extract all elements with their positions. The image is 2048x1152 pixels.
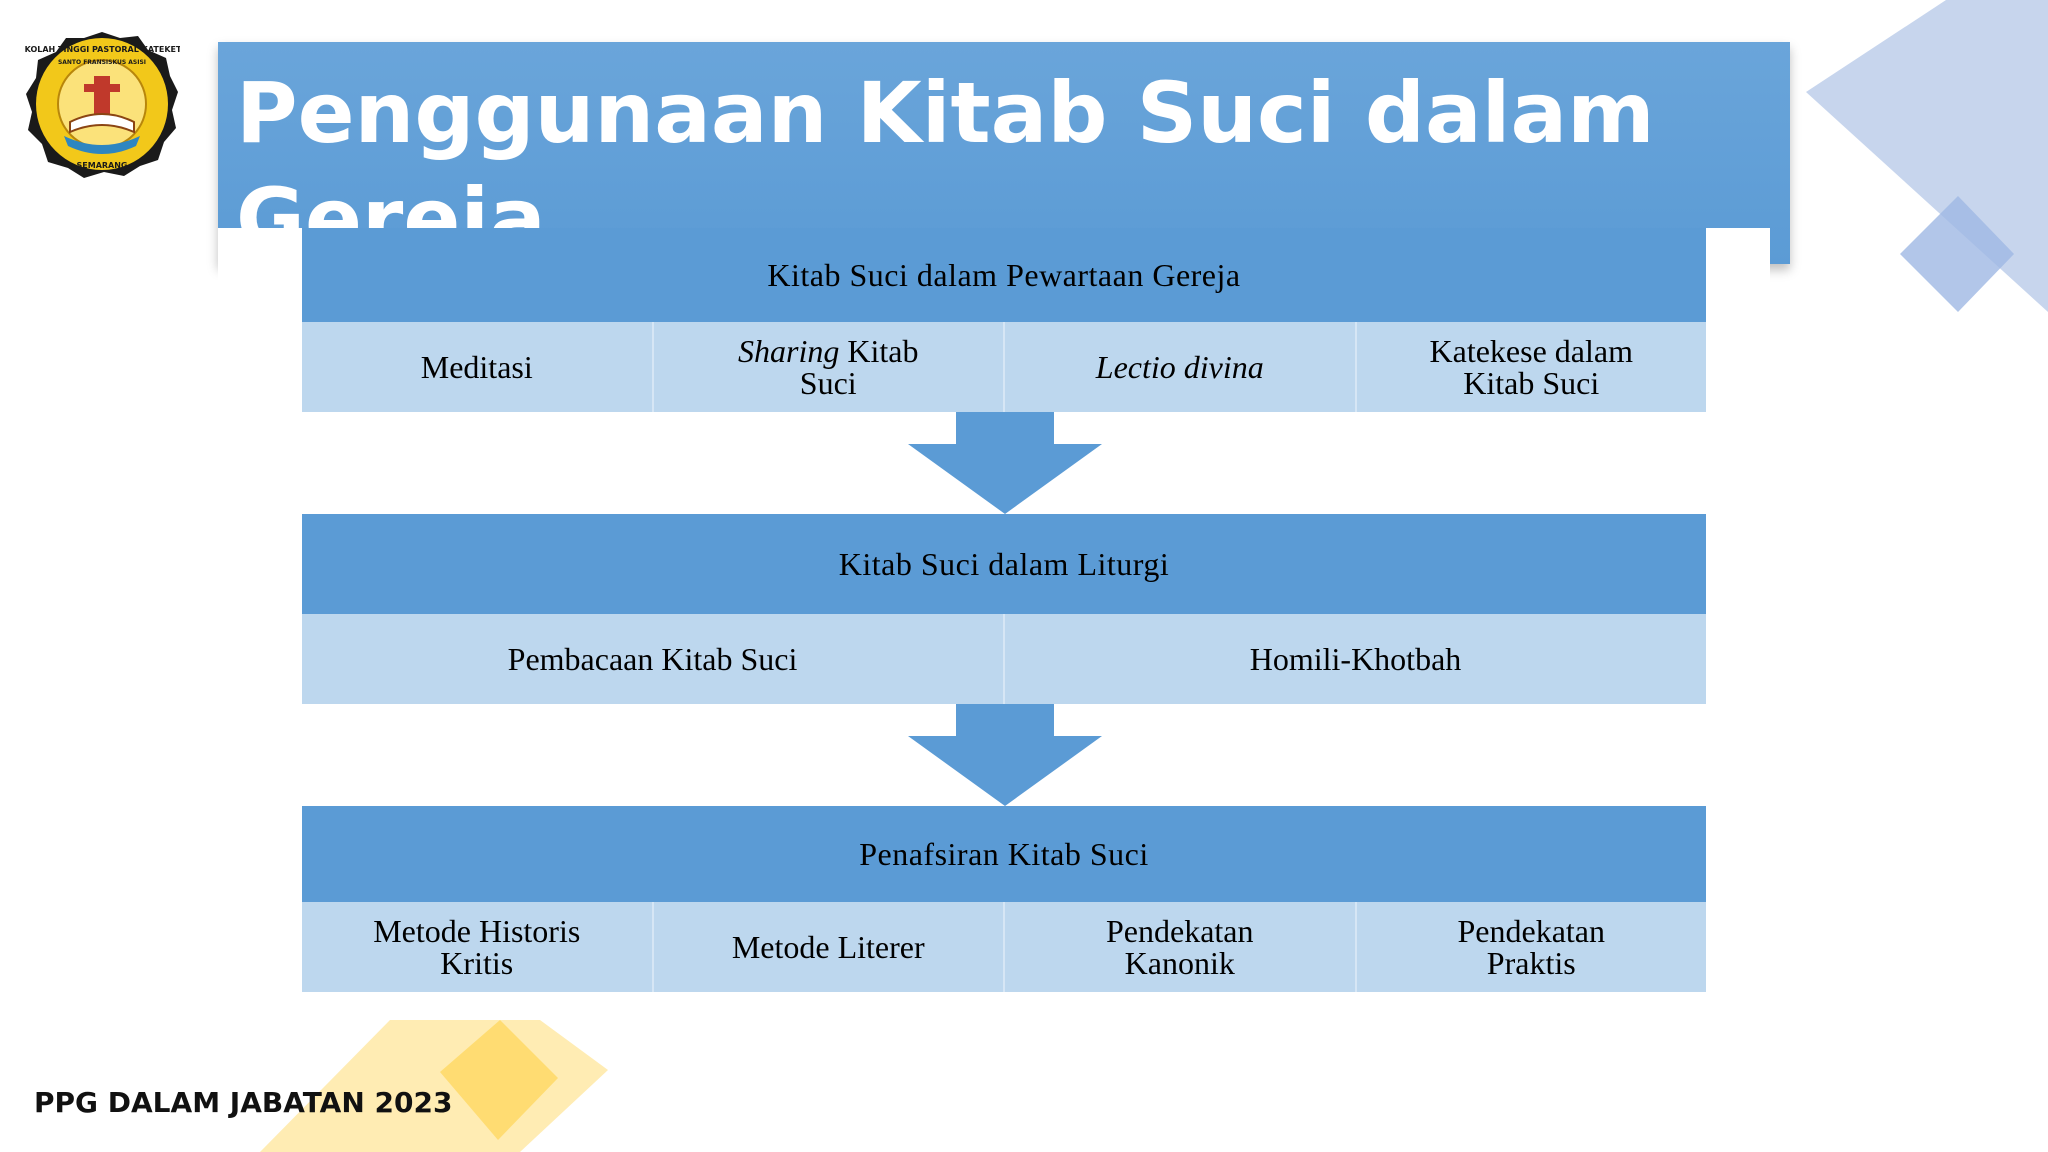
cell-literer: Metode Literer: [654, 902, 1005, 992]
logo-mid-text: SANTO FRANSISKUS ASISI: [58, 59, 146, 66]
yellow-diamond: [440, 1020, 558, 1140]
cell-pembacaan: Pembacaan Kitab Suci: [302, 614, 1005, 704]
down-arrow-2: [908, 704, 1102, 806]
logo-top-text: SEKOLAH TINGGI PASTORAL KATEKETIK: [24, 45, 180, 54]
cell-meditasi: Meditasi: [302, 322, 654, 412]
college-logo: SEKOLAH TINGGI PASTORAL KATEKETIK SANTO …: [24, 32, 180, 178]
block-header: Kitab Suci dalam Liturgi: [302, 514, 1706, 614]
blue-diamond-small: [1900, 196, 2014, 312]
block-row: Pembacaan Kitab Suci Homili-Khotbah: [302, 614, 1706, 704]
logo-bottom-text: SEMARANG: [77, 161, 128, 170]
diagram-block-liturgi: Kitab Suci dalam Liturgi Pembacaan Kitab…: [302, 514, 1706, 704]
diagram-block-pewartaan: Kitab Suci dalam Pewartaan Gereja Medita…: [302, 228, 1706, 412]
block-header: Kitab Suci dalam Pewartaan Gereja: [302, 228, 1706, 322]
footer-label: PPG DALAM JABATAN 2023: [34, 1086, 453, 1119]
cell-lectio: Lectio divina: [1005, 322, 1357, 412]
title-banner: Penggunaan Kitab Suci dalam Gereja: [218, 42, 1790, 264]
block-header: Penafsiran Kitab Suci: [302, 806, 1706, 902]
cell-homili: Homili-Khotbah: [1249, 641, 1462, 677]
down-arrow-1: [908, 412, 1102, 514]
